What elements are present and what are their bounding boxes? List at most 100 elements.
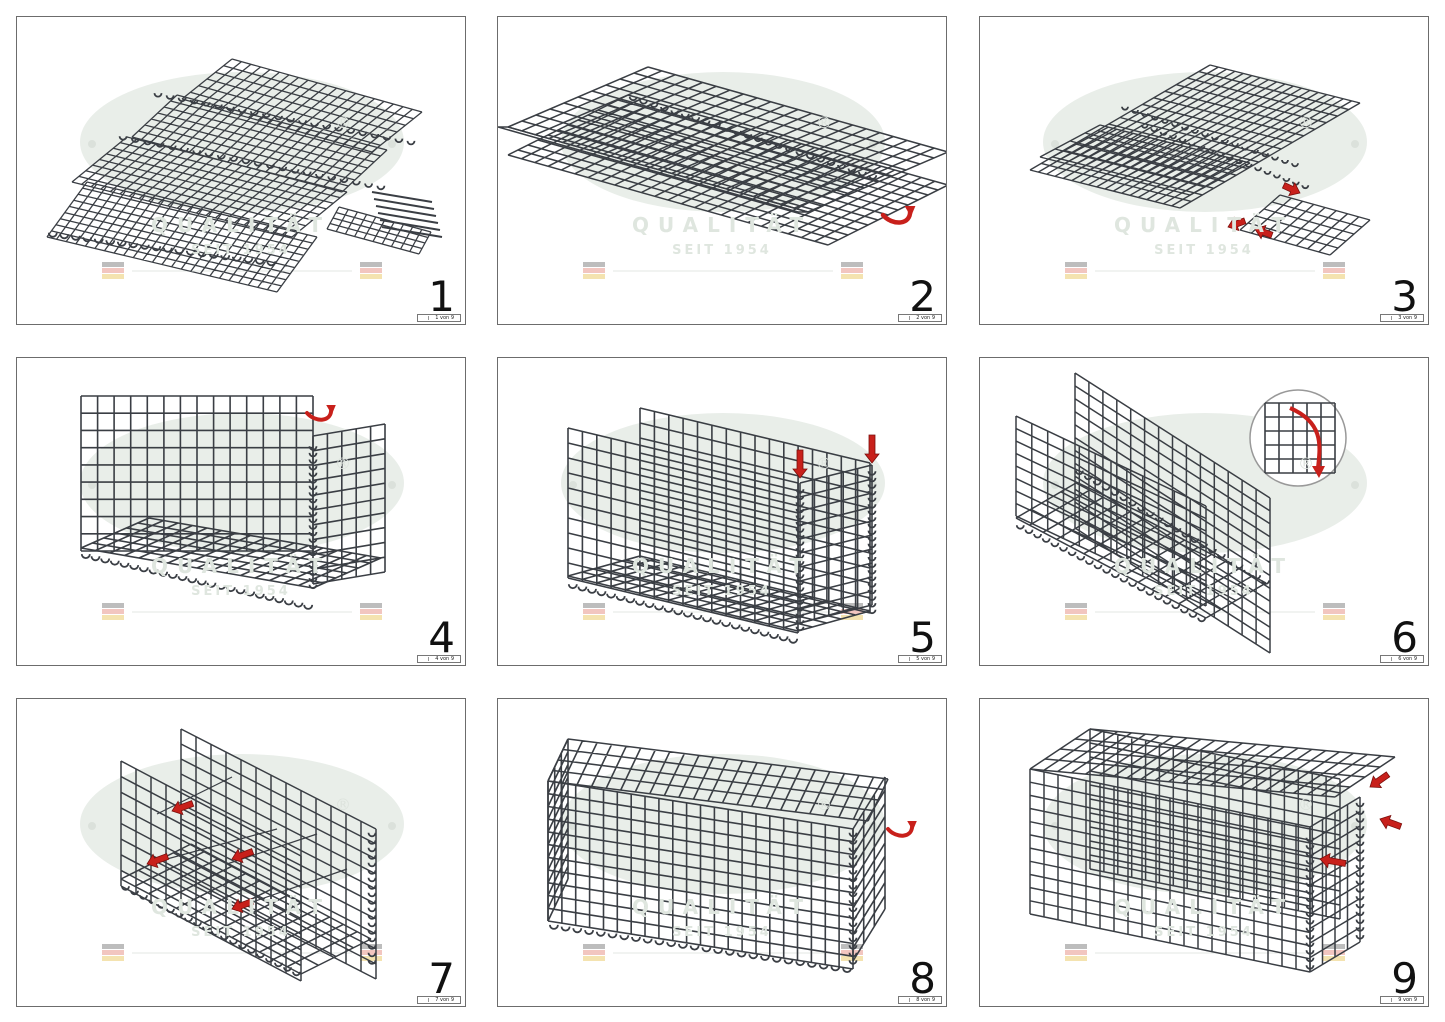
wire-mesh-panel-icon bbox=[852, 776, 886, 962]
watermark-registered-mark: ® bbox=[335, 113, 351, 132]
red-arrow-icon bbox=[1227, 216, 1247, 232]
step-illustration bbox=[1029, 728, 1403, 973]
red-arrow-icon bbox=[171, 800, 195, 816]
watermark-registered-mark: ® bbox=[335, 454, 351, 473]
red-arrow-icon bbox=[304, 405, 336, 422]
spiral-connector-icon bbox=[121, 886, 301, 977]
wire-mesh-panel-icon bbox=[131, 94, 388, 193]
assembly-drawing bbox=[46, 58, 443, 293]
spiral-connector-icon bbox=[153, 92, 416, 146]
flag-icon bbox=[1065, 603, 1087, 620]
step-number: 7 bbox=[428, 954, 455, 1003]
stiffener-rods bbox=[156, 776, 348, 905]
spiral-connector-icon bbox=[367, 832, 377, 965]
step-number: 1 bbox=[428, 272, 455, 321]
wire-mesh-panel-icon bbox=[1015, 482, 1267, 619]
red-arrow-icon bbox=[880, 206, 916, 225]
watermark-registered-mark: ® bbox=[816, 795, 832, 814]
step-number: 5 bbox=[909, 613, 936, 662]
step-number: 6 bbox=[1391, 613, 1418, 662]
spiral-connector-icon bbox=[1075, 470, 1270, 585]
wire-mesh-panel-icon bbox=[1089, 728, 1341, 920]
flag-icon bbox=[583, 603, 605, 620]
flag-icon bbox=[841, 944, 863, 961]
watermark-registered-mark: ® bbox=[1298, 113, 1314, 132]
page-indicator: 8 von 9 bbox=[898, 996, 942, 1004]
watermark-registered-mark: ® bbox=[1298, 454, 1314, 473]
wire-mesh-panel-icon bbox=[80, 395, 314, 552]
watermark-registered-mark: ® bbox=[335, 795, 351, 814]
wire-mesh-panel-icon bbox=[498, 126, 809, 213]
flag-icon bbox=[102, 603, 124, 620]
wire-mesh-panel-icon bbox=[1264, 402, 1336, 474]
step-illustration bbox=[80, 728, 404, 982]
red-arrow-icon bbox=[231, 848, 255, 864]
step-illustration bbox=[498, 66, 946, 279]
spiral-connector-icon bbox=[867, 471, 877, 615]
wire-mesh-panel-icon bbox=[1074, 372, 1271, 654]
page-indicator: 1 von 9 bbox=[417, 314, 461, 322]
wire-mesh-panel-icon bbox=[507, 94, 946, 246]
assembly-drawing bbox=[547, 738, 917, 973]
flag-icon bbox=[841, 603, 863, 620]
wire-mesh-panel-icon bbox=[1029, 728, 1396, 798]
step-illustration bbox=[1029, 64, 1371, 279]
flag-icon bbox=[1323, 262, 1345, 279]
red-arrow-icon bbox=[1281, 181, 1301, 197]
spiral-connector-icon bbox=[1015, 525, 1207, 623]
step-illustration bbox=[80, 395, 404, 620]
step-number: 2 bbox=[909, 272, 936, 321]
spiral-connector-icon bbox=[848, 832, 858, 965]
spiral-connector-icon bbox=[1305, 837, 1315, 970]
red-arrow-icon bbox=[885, 821, 917, 838]
assembly-drawing bbox=[1029, 64, 1371, 256]
assembly-drawing bbox=[120, 728, 377, 982]
flag-icon bbox=[360, 603, 382, 620]
flag-icon bbox=[1065, 262, 1087, 279]
wire-mesh-panel-icon bbox=[1239, 194, 1371, 256]
flag-icon bbox=[583, 262, 605, 279]
spiral-connector-icon bbox=[1121, 106, 1299, 168]
flag-icon bbox=[1323, 603, 1345, 620]
watermark-registered-mark: ® bbox=[1298, 795, 1314, 814]
step-illustration bbox=[1015, 372, 1367, 654]
page-indicator: 7 von 9 bbox=[417, 996, 461, 1004]
red-arrow-icon bbox=[1319, 852, 1347, 869]
flag-icon bbox=[1065, 944, 1087, 961]
wire-mesh-panel-icon bbox=[639, 407, 871, 614]
wire-mesh-panel-icon bbox=[46, 181, 318, 293]
step-number: 3 bbox=[1391, 272, 1418, 321]
flag-icon bbox=[360, 262, 382, 279]
step-illustration bbox=[547, 738, 917, 973]
step-number: 8 bbox=[909, 954, 936, 1003]
wire-mesh-panel-icon bbox=[567, 555, 871, 632]
red-arrow-icon bbox=[864, 434, 880, 464]
assembly-drawing bbox=[1029, 728, 1403, 973]
step-number: 9 bbox=[1391, 954, 1418, 1003]
assembly-drawing bbox=[80, 395, 386, 610]
page-indicator: 4 von 9 bbox=[417, 655, 461, 663]
red-arrow-icon bbox=[792, 449, 808, 479]
assembly-drawing bbox=[567, 407, 880, 644]
assembly-drawing bbox=[498, 66, 946, 246]
wire-mesh-panel-icon bbox=[326, 206, 432, 255]
flag-icon bbox=[102, 262, 124, 279]
watermark bbox=[80, 72, 404, 279]
wire-mesh-panel-icon bbox=[180, 728, 377, 980]
flag-icon bbox=[841, 262, 863, 279]
watermark-registered-mark: ® bbox=[816, 454, 832, 473]
red-arrow-icon bbox=[1254, 224, 1274, 240]
wire-mesh-panel-icon bbox=[80, 517, 382, 589]
page-indicator: 5 von 9 bbox=[898, 655, 942, 663]
step-number: 4 bbox=[428, 613, 455, 662]
spiral-connector-icon bbox=[80, 553, 314, 610]
spiral-connector-icon bbox=[118, 136, 386, 191]
red-arrow-icon bbox=[1369, 771, 1391, 789]
